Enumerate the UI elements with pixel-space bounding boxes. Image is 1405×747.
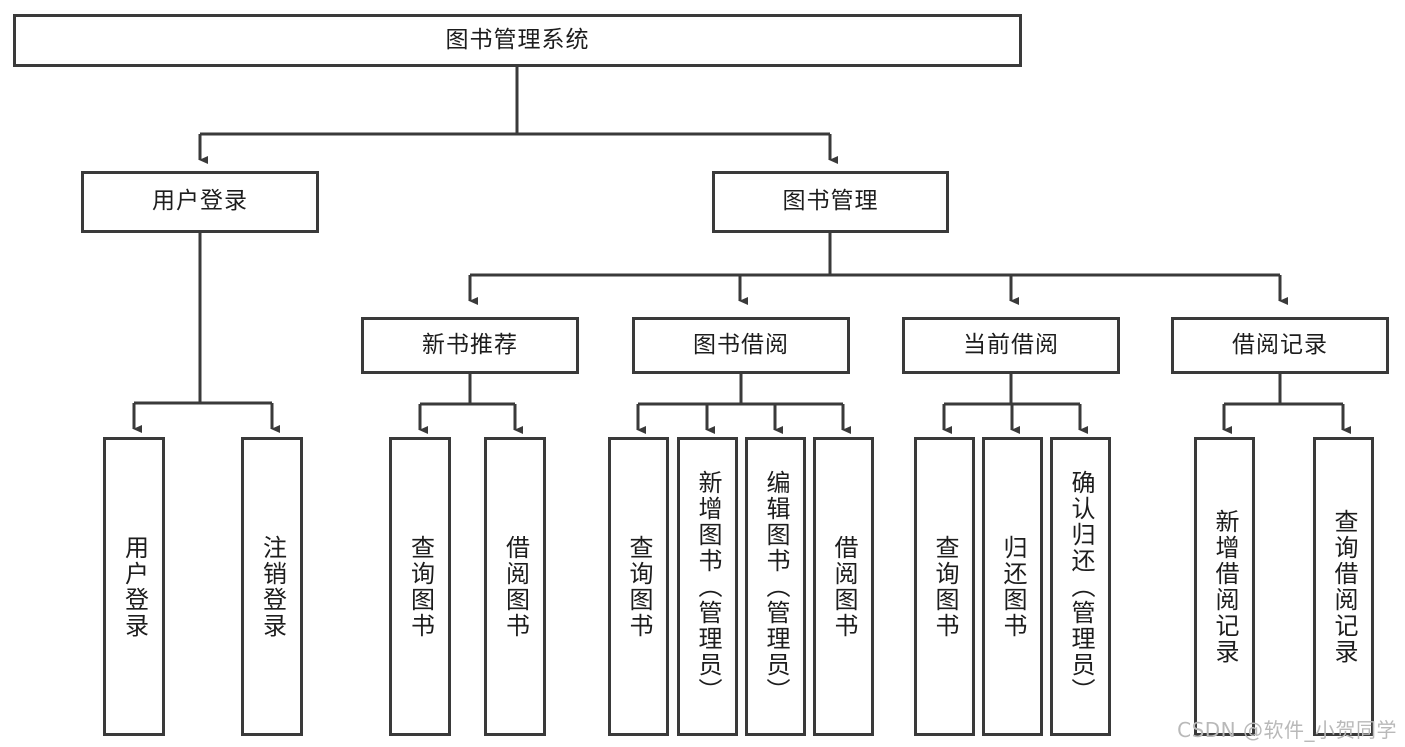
node-leaf-query-book-3[interactable]: 查询图书 xyxy=(914,437,975,736)
node-leaf-add-book[interactable]: 新增图书（管理员） xyxy=(677,437,738,736)
node-label-leaf-borrow-book-1: 借阅图书 xyxy=(501,534,530,639)
node-current-borrow[interactable]: 当前借阅 xyxy=(902,317,1120,374)
node-book-borrow[interactable]: 图书借阅 xyxy=(632,317,850,374)
node-label-leaf-user-logout: 注销登录 xyxy=(258,534,287,639)
node-borrow-record[interactable]: 借阅记录 xyxy=(1171,317,1389,374)
node-new-book-recommend[interactable]: 新书推荐 xyxy=(361,317,579,374)
node-label-user-login: 用户登录 xyxy=(152,188,248,215)
node-label-leaf-confirm-return: 确认归还（管理员） xyxy=(1066,469,1095,704)
node-leaf-edit-book[interactable]: 编辑图书（管理员） xyxy=(745,437,806,736)
node-leaf-borrow-book-1[interactable]: 借阅图书 xyxy=(484,437,546,736)
node-label-leaf-add-book: 新增图书（管理员） xyxy=(693,469,722,704)
node-label-current-borrow: 当前借阅 xyxy=(963,331,1059,358)
node-leaf-borrow-book-2[interactable]: 借阅图书 xyxy=(813,437,874,736)
node-leaf-user-login[interactable]: 用户登录 xyxy=(103,437,165,736)
node-label-leaf-return-book: 归还图书 xyxy=(998,534,1027,639)
watermark-text: CSDN @软件_小贺同学 xyxy=(1177,718,1397,742)
node-leaf-query-book-2[interactable]: 查询图书 xyxy=(608,437,669,736)
node-label-leaf-borrow-book-2: 借阅图书 xyxy=(829,534,858,639)
node-label-leaf-edit-book: 编辑图书（管理员） xyxy=(761,469,790,704)
node-user-login[interactable]: 用户登录 xyxy=(81,171,319,233)
node-label-borrow-record: 借阅记录 xyxy=(1232,331,1328,358)
node-label-book-management: 图书管理 xyxy=(782,188,879,215)
node-leaf-return-book[interactable]: 归还图书 xyxy=(982,437,1043,736)
node-label-leaf-query-book-2: 查询图书 xyxy=(624,534,653,639)
node-label-leaf-add-borrow-record: 新增借阅记录 xyxy=(1210,508,1239,665)
node-book-management[interactable]: 图书管理 xyxy=(712,171,949,233)
node-label-leaf-user-login: 用户登录 xyxy=(120,534,149,639)
node-label-book-borrow: 图书借阅 xyxy=(693,331,789,358)
node-leaf-query-book-1[interactable]: 查询图书 xyxy=(389,437,451,736)
node-label-leaf-query-book-1: 查询图书 xyxy=(406,534,435,639)
node-leaf-query-borrow-record[interactable]: 查询借阅记录 xyxy=(1313,437,1374,736)
node-leaf-user-logout[interactable]: 注销登录 xyxy=(241,437,303,736)
node-label-root: 图书管理系统 xyxy=(445,26,590,53)
node-label-new-book-recommend: 新书推荐 xyxy=(422,331,518,358)
node-leaf-add-borrow-record[interactable]: 新增借阅记录 xyxy=(1194,437,1255,736)
node-root[interactable]: 图书管理系统 xyxy=(13,14,1022,67)
node-label-leaf-query-borrow-record: 查询借阅记录 xyxy=(1329,508,1358,665)
node-leaf-confirm-return[interactable]: 确认归还（管理员） xyxy=(1050,437,1111,736)
node-label-leaf-query-book-3: 查询图书 xyxy=(930,534,959,639)
